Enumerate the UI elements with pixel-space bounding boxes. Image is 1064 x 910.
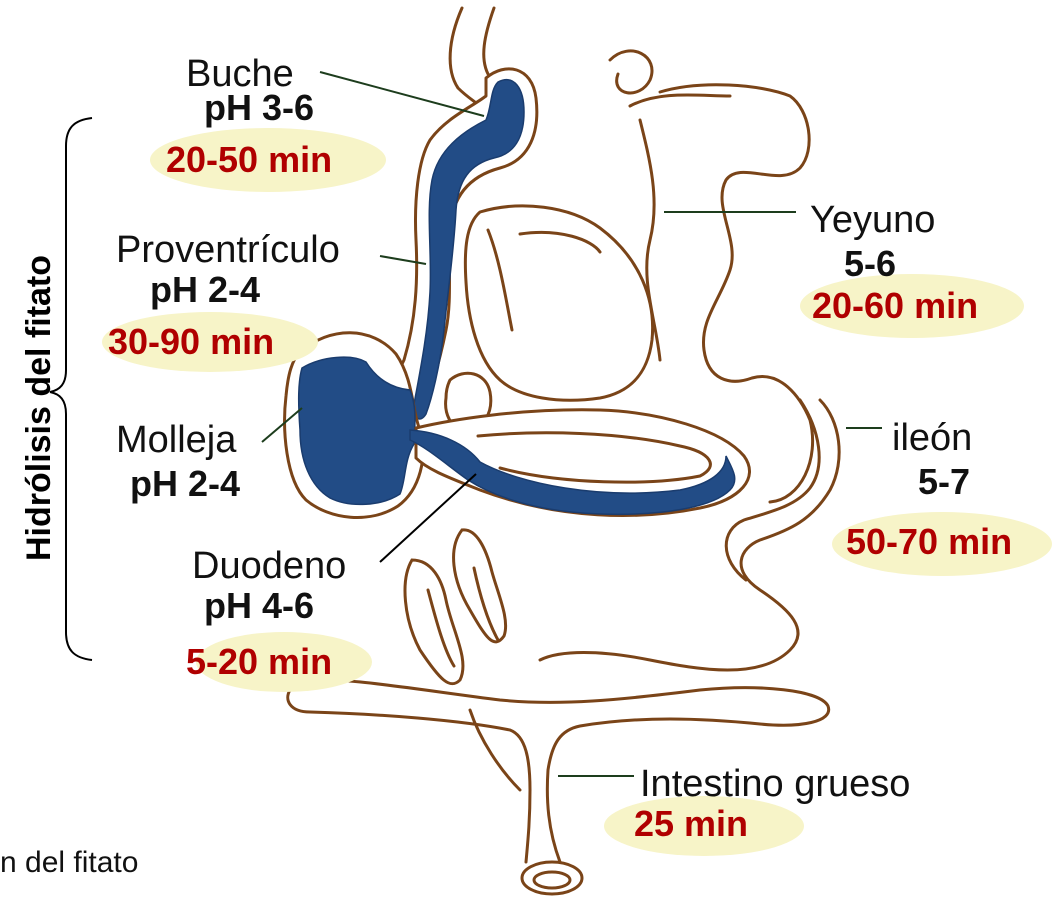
duodeno-ph: pH 4-6 xyxy=(204,585,314,626)
buche-time: 20-50 min xyxy=(166,139,332,180)
footer-fragment: n del fitato xyxy=(0,846,138,879)
molleja-name: Molleja xyxy=(116,419,237,461)
intestino-grueso-time: 25 min xyxy=(634,803,748,844)
intestino-grueso-name: Intestino grueso xyxy=(640,763,910,805)
ileon-ph: 5-7 xyxy=(918,461,970,502)
leader-buche xyxy=(320,72,484,116)
ileon-name: ileón xyxy=(892,417,972,459)
tract-drawing xyxy=(285,8,840,894)
duodeno-name: Duodeno xyxy=(192,545,346,587)
duodeno-time: 5-20 min xyxy=(186,641,332,682)
proventriculo-name: Proventrículo xyxy=(116,229,340,271)
ileon-time: 50-70 min xyxy=(846,521,1012,562)
yeyuno-time: 20-60 min xyxy=(812,285,978,326)
molleja-ph: pH 2-4 xyxy=(130,463,240,504)
yeyuno-ph: 5-6 xyxy=(844,243,896,284)
proventriculo-time: 30-90 min xyxy=(108,321,274,362)
buche-ph: pH 3-6 xyxy=(204,87,314,128)
ceca-outline xyxy=(405,530,506,684)
proventriculo-ph: pH 2-4 xyxy=(150,269,260,310)
yeyuno-name: Yeyuno xyxy=(810,199,935,241)
phytate-hydrolysis-label: Hidrólisis del fitato xyxy=(20,255,58,561)
